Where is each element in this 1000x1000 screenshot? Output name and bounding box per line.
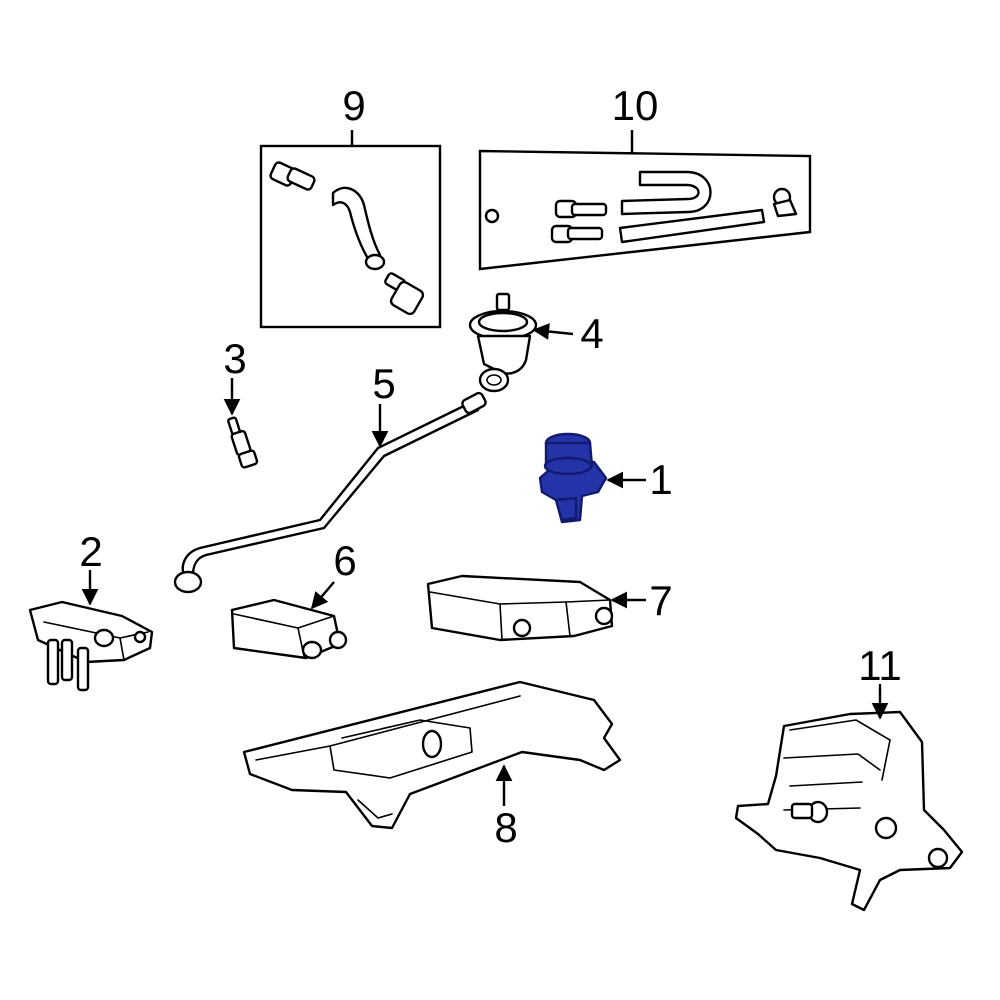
part-5-egr-tube[interactable]: [173, 391, 487, 594]
leader-lines: [81, 130, 889, 806]
part-2-vacuum-solenoid[interactable]: [28, 600, 154, 692]
part-8-canister-bracket[interactable]: [242, 680, 622, 830]
callout-11: 11: [858, 642, 902, 689]
part-10-u-hose: [620, 170, 712, 216]
callout-10: 10: [612, 82, 659, 129]
callout-4: 4: [580, 310, 603, 357]
callout-labels: 1 2 3 4 5 6 7 8 9 10 11: [79, 82, 901, 851]
callout-2: 2: [79, 528, 102, 575]
part-10-hose-kit[interactable]: [478, 149, 812, 271]
part-9-connector: [269, 161, 316, 191]
part-4-egr-valve[interactable]: [468, 292, 538, 393]
callout-6: 6: [333, 537, 356, 584]
callout-3: 3: [223, 335, 246, 382]
callout-8: 8: [494, 804, 517, 851]
callout-9: 9: [342, 82, 365, 129]
part-9-check-valve: [384, 272, 425, 316]
part-10-long-hose: [618, 208, 766, 244]
callout-1: 1: [649, 456, 672, 503]
leader-4: [532, 323, 574, 340]
callout-7: 7: [649, 577, 672, 624]
leader-6: [310, 581, 335, 610]
part-11-assembly[interactable]: [734, 710, 964, 912]
part-7-vapor-canister[interactable]: [426, 574, 614, 642]
part-3-sensor[interactable]: [227, 416, 259, 469]
part-6-vapor-canister[interactable]: [230, 598, 348, 660]
part-1-air-pump[interactable]: [538, 432, 608, 524]
callout-5: 5: [372, 360, 395, 407]
part-9-hose-kit[interactable]: [259, 144, 442, 329]
